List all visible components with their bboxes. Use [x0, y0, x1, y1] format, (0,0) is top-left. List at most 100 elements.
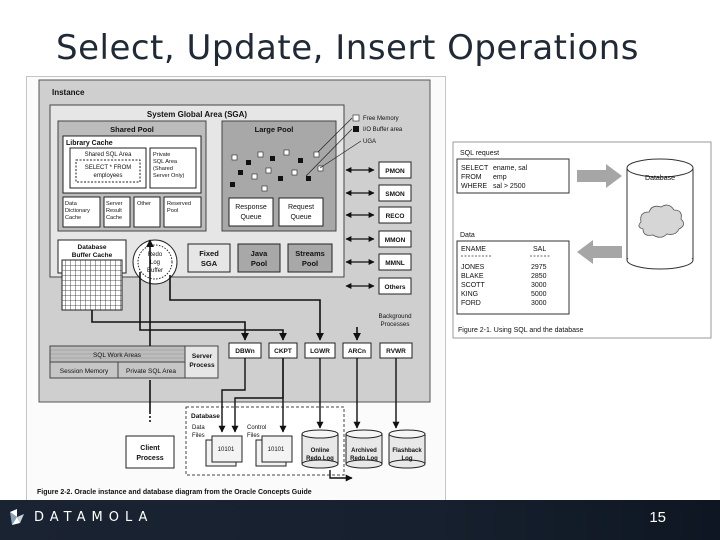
data-files-bits: 10101 [218, 447, 235, 453]
session-memory-label: Session Memory [60, 368, 109, 375]
control-files-line1: Control [247, 425, 266, 431]
private-sql-line1: Private [153, 152, 170, 158]
row-sal: 3000 [531, 300, 547, 307]
flashback-line1: Flashback [392, 448, 422, 454]
sql-figure-caption: Figure 2-1. Using SQL and the database [458, 327, 584, 334]
mmnl-label: MMNL [385, 260, 405, 267]
response-line1: Response [235, 204, 267, 211]
brand-name: DATAMOLA [34, 510, 154, 525]
java-line2: Pool [251, 259, 267, 268]
large-pool-label: Large Pool [255, 125, 294, 134]
io-buffer-swatch [353, 126, 359, 132]
sql-work-areas-label: SQL Work Areas [93, 352, 142, 359]
streams-line2: Pool [302, 259, 318, 268]
mmon-box [378, 230, 412, 248]
sql-request-label: SQL request [460, 150, 499, 157]
legend-leader-lines [305, 117, 362, 177]
large-pool-memory-blocks [230, 149, 324, 192]
database-cylinder [626, 158, 694, 270]
server-process-line2: Process [189, 362, 215, 369]
bg-label-line2: Processes [381, 321, 410, 328]
query-keyword-from: FROM [461, 174, 482, 181]
free-memory-label: Free Memory [363, 116, 399, 122]
buffer-cache-grid [61, 259, 123, 311]
select-line2: employees [93, 173, 122, 179]
reserved-pool-box [163, 196, 202, 228]
data-files-line2: Files [192, 433, 205, 439]
rvwr-label: RVWR [386, 348, 406, 355]
server-result-line2: Result [106, 208, 122, 214]
arcn-label: ARCn [348, 348, 366, 355]
select-statement-box [75, 159, 141, 183]
other-box [133, 196, 161, 228]
control-files-bits: 10101 [268, 447, 285, 453]
private-sql-area-label: Private SQL Area [126, 368, 176, 375]
redo-line2: Log [150, 260, 160, 266]
fixed-sga-box [187, 243, 231, 273]
row-ename: FORD [461, 300, 481, 307]
lgwr-label: LGWR [310, 348, 330, 355]
streams-pool-box [287, 243, 333, 273]
database-label: Database [645, 175, 675, 182]
result-data-box [456, 240, 570, 315]
java-line1: Java [251, 249, 269, 258]
private-sql-line4: Server Only) [153, 173, 185, 179]
io-buffer-label: I/O Buffer area [363, 127, 403, 133]
private-sql-area-pga-box [117, 361, 186, 379]
database-cloud-icon [638, 204, 684, 238]
mmnl-box [378, 253, 412, 271]
control-files-line2: Files [247, 433, 260, 439]
others-label: Others [385, 284, 406, 291]
client-process-box [125, 435, 175, 469]
slide-title: Select, Update, Insert Operations [56, 28, 639, 68]
dbwn-label: DBWn [235, 348, 255, 355]
sql-request-box [456, 158, 570, 194]
mmon-label: MMON [385, 237, 406, 244]
query-keyword-where: WHERE [461, 183, 487, 190]
private-sql-line2: SQL Area [153, 159, 178, 165]
reserved-line1: Reserved [167, 201, 191, 207]
response-line2: Queue [240, 214, 261, 221]
query-keyword-select: SELECT [461, 165, 489, 172]
redo-log-inner-ring [137, 244, 173, 280]
data-files-stack: 10101 [205, 435, 243, 467]
java-pool-box [237, 243, 281, 273]
select-line1: SELECT * FROM [85, 165, 132, 171]
writer-file-arrows [218, 358, 400, 482]
instance-label: Instance [52, 88, 85, 97]
row-sal: 2975 [531, 264, 547, 271]
archived-redo-log-cylinders [345, 429, 383, 469]
server-result-cache-box [103, 196, 131, 228]
request-line1: Request [288, 204, 314, 211]
footer-bar: DATAMOLA 15 [0, 500, 720, 540]
request-arrow [577, 164, 622, 188]
query-arg-where: sal > 2500 [493, 183, 526, 190]
other-label: Other [137, 201, 151, 207]
uga-label: UGA [363, 139, 376, 145]
ckpt-label: CKPT [274, 348, 292, 355]
row-ename: KING [461, 291, 478, 298]
reco-label: RECO [386, 213, 405, 220]
data-dict-line2: Dictionary [65, 208, 90, 214]
row-sal: 5000 [531, 291, 547, 298]
streams-line1: Streams [295, 249, 325, 258]
online-redo-line1: Online [311, 448, 330, 454]
connector-arrows [91, 239, 361, 424]
redo-log-buffer-circle [132, 239, 178, 285]
shared-pool-label: Shared Pool [110, 125, 154, 134]
pmon-label: PMON [385, 168, 405, 175]
query-arg-from: emp [493, 174, 507, 181]
flashback-line2: Log [402, 456, 413, 462]
instance-figure-caption: Figure 2-2. Oracle instance and database… [37, 489, 312, 496]
online-redo-log-cylinders [301, 429, 339, 469]
control-files-stack: 10101 [255, 435, 293, 467]
datamola-logo-icon [10, 509, 24, 525]
smon-box [378, 184, 412, 202]
data-dict-line1: Data [65, 201, 78, 207]
request-line2: Queue [290, 214, 311, 221]
db-buffer-line2: Buffer Cache [72, 252, 113, 259]
row-ename: JONES [461, 264, 485, 271]
db-buffer-line1: Database [78, 244, 107, 251]
reco-box [378, 206, 412, 224]
